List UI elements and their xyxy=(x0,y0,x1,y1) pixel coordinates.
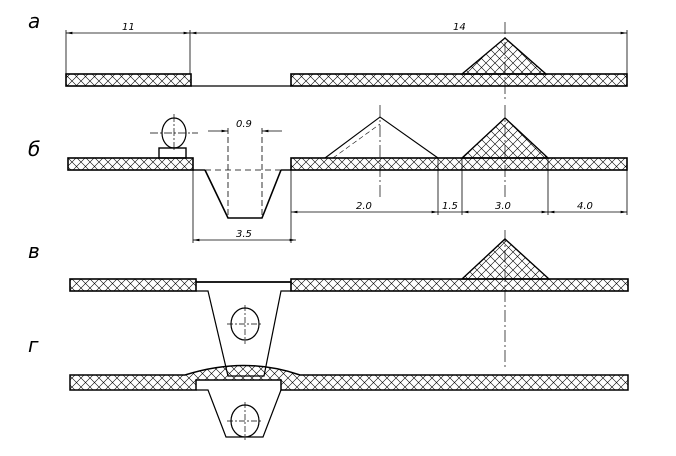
soil-layer xyxy=(67,157,194,171)
dimension-label: 11 xyxy=(122,22,135,33)
dimension-label: 1.5 xyxy=(442,201,458,212)
panel-a: а 11 14 xyxy=(28,9,628,100)
panel-b: б 0.9 2.0 1.5 3.0 4.0 3.5 xyxy=(28,105,628,243)
panel-label: б xyxy=(28,137,40,161)
soil-layer xyxy=(69,278,197,292)
dimension-label: 2.0 xyxy=(356,201,372,212)
panel-label: г xyxy=(28,333,39,357)
dimension-label: 0.9 xyxy=(236,119,252,130)
soil-layer xyxy=(65,73,192,87)
panel-label: а xyxy=(28,9,40,33)
soil-layer xyxy=(290,157,628,171)
dimension-label: 14 xyxy=(453,22,466,33)
soil-layer xyxy=(290,278,629,292)
dimension-label: 3.5 xyxy=(236,229,252,240)
panel-c: в xyxy=(28,230,629,377)
dimension-label: 3.0 xyxy=(495,201,511,212)
trench xyxy=(196,290,291,377)
panel-d: г xyxy=(28,333,629,440)
pipe-support xyxy=(158,147,187,159)
trench xyxy=(204,169,282,219)
soil-layer xyxy=(290,73,628,87)
dimension-label: 4.0 xyxy=(577,201,593,212)
soil-layer-restored xyxy=(69,364,629,391)
soil-mound xyxy=(460,117,550,159)
panel-label: в xyxy=(28,239,40,263)
trench xyxy=(196,389,282,438)
soil-mound xyxy=(460,238,551,280)
soil-mound xyxy=(460,37,548,75)
